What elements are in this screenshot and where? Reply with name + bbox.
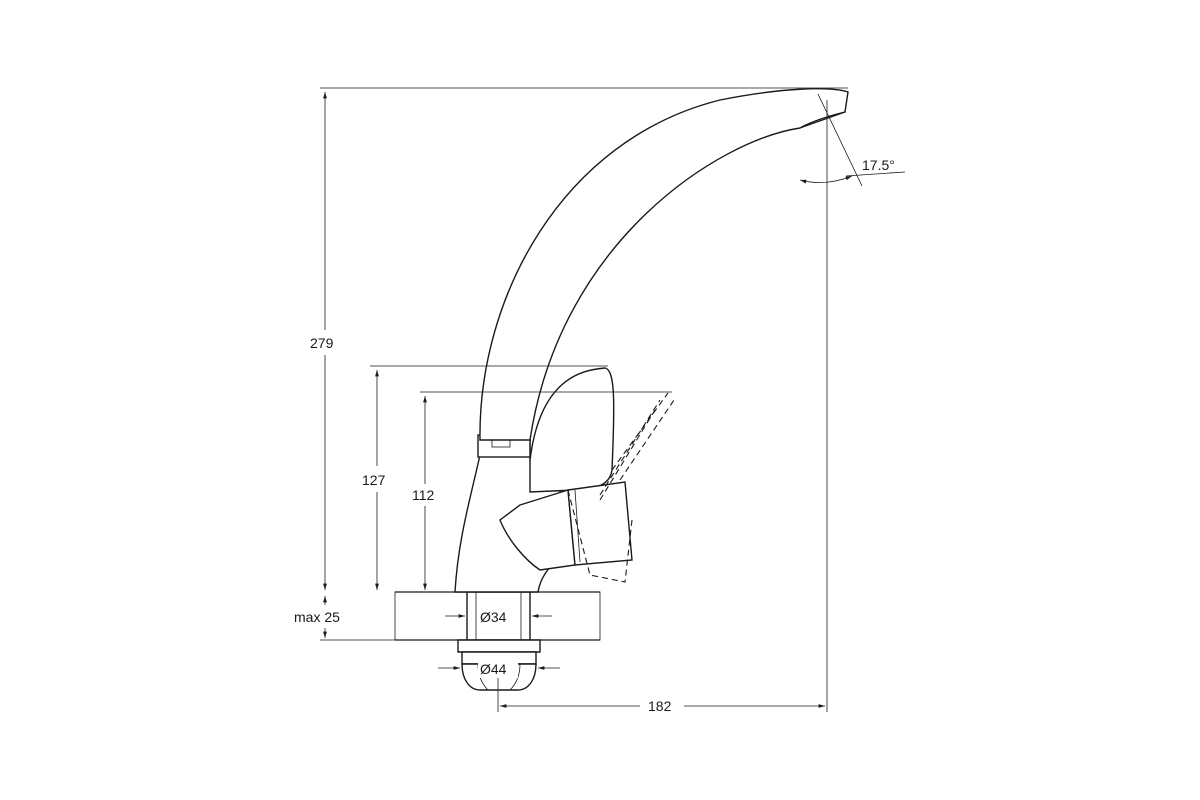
dim-body-height-label: 127 [362, 472, 386, 488]
dim-reach: 182 [497, 100, 828, 714]
dim-total-height: 279 [310, 87, 848, 590]
dim-nut-diameter-label: Ø44 [480, 661, 507, 677]
dim-mount-diameter: Ø34 [445, 609, 552, 625]
dim-nut-diameter: Ø44 [438, 658, 560, 678]
dim-reach-label: 182 [648, 698, 672, 714]
dim-total-height-label: 279 [310, 335, 334, 351]
dim-body-height: 127 [362, 365, 608, 590]
dim-counter-thickness: max 25 [294, 596, 395, 641]
dim-counter-thickness-label: max 25 [294, 609, 340, 625]
dim-mount-diameter-label: Ø34 [480, 609, 507, 625]
dim-lever-height: 112 [412, 391, 672, 590]
lever-handle [499, 367, 633, 571]
dim-lever-height-label: 112 [412, 487, 435, 503]
dim-spout-angle: 17.5° [799, 93, 906, 187]
lever-alt-position [567, 392, 675, 583]
spout [479, 88, 849, 441]
dim-spout-angle-label: 17.5° [862, 157, 895, 173]
mounting-shank [457, 591, 541, 665]
